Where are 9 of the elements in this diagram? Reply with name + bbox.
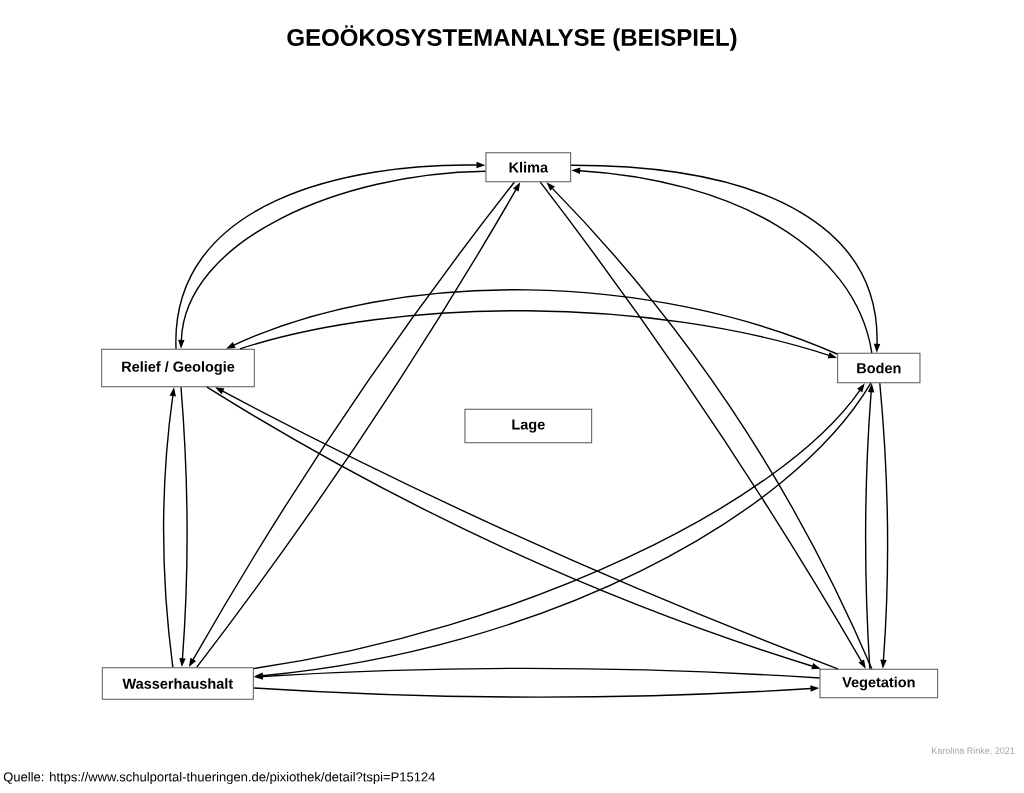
- factor-box: Boden: [837, 352, 921, 384]
- factor-box: Vegetation: [819, 668, 939, 699]
- source-note: Quelle: https://www.schulportal-thueringen.de/pixiothek/detail?tspi=P15124: [3, 771, 436, 785]
- factor-box: Klima: [485, 152, 572, 183]
- title: GEOÖKOSYSTEMANALYSE (BEISPIEL): [287, 25, 737, 51]
- credit-note: Karolina Rinke, 2021: [932, 747, 1015, 755]
- factor-box: Wasserhaushalt: [101, 667, 254, 700]
- factor-box: Relief / Geologie: [101, 348, 255, 388]
- factor-box: Lage: [464, 408, 593, 444]
